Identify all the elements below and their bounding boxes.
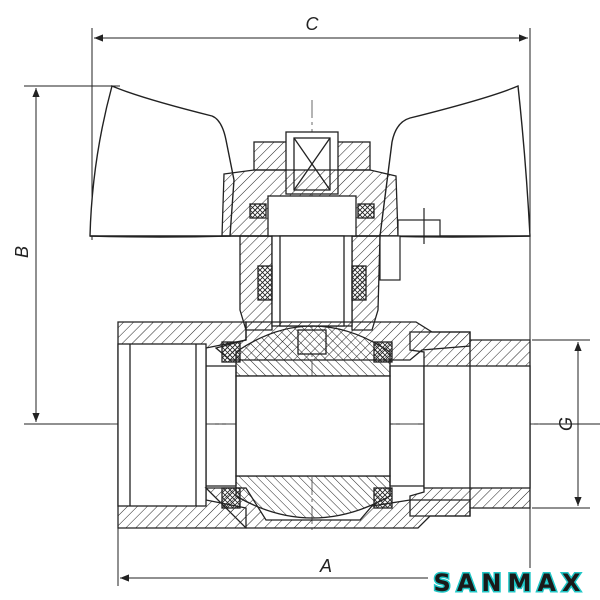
- butterfly-handle: [89, 84, 531, 238]
- valve-neck: [239, 235, 381, 355]
- dimension-g: [532, 339, 590, 509]
- stem-nut: [221, 131, 399, 237]
- brand-name: SANMAX: [434, 569, 587, 597]
- dimension-a-label: A: [319, 556, 332, 576]
- dimension-b-label: B: [12, 246, 32, 258]
- valve-body: [117, 321, 531, 529]
- handle-pin: [379, 208, 441, 281]
- sanmax-logo: SANMAX: [428, 568, 592, 599]
- dimension-c-label: C: [306, 14, 320, 34]
- ball-assembly: [206, 325, 424, 519]
- dimension-g-label: G: [556, 417, 576, 431]
